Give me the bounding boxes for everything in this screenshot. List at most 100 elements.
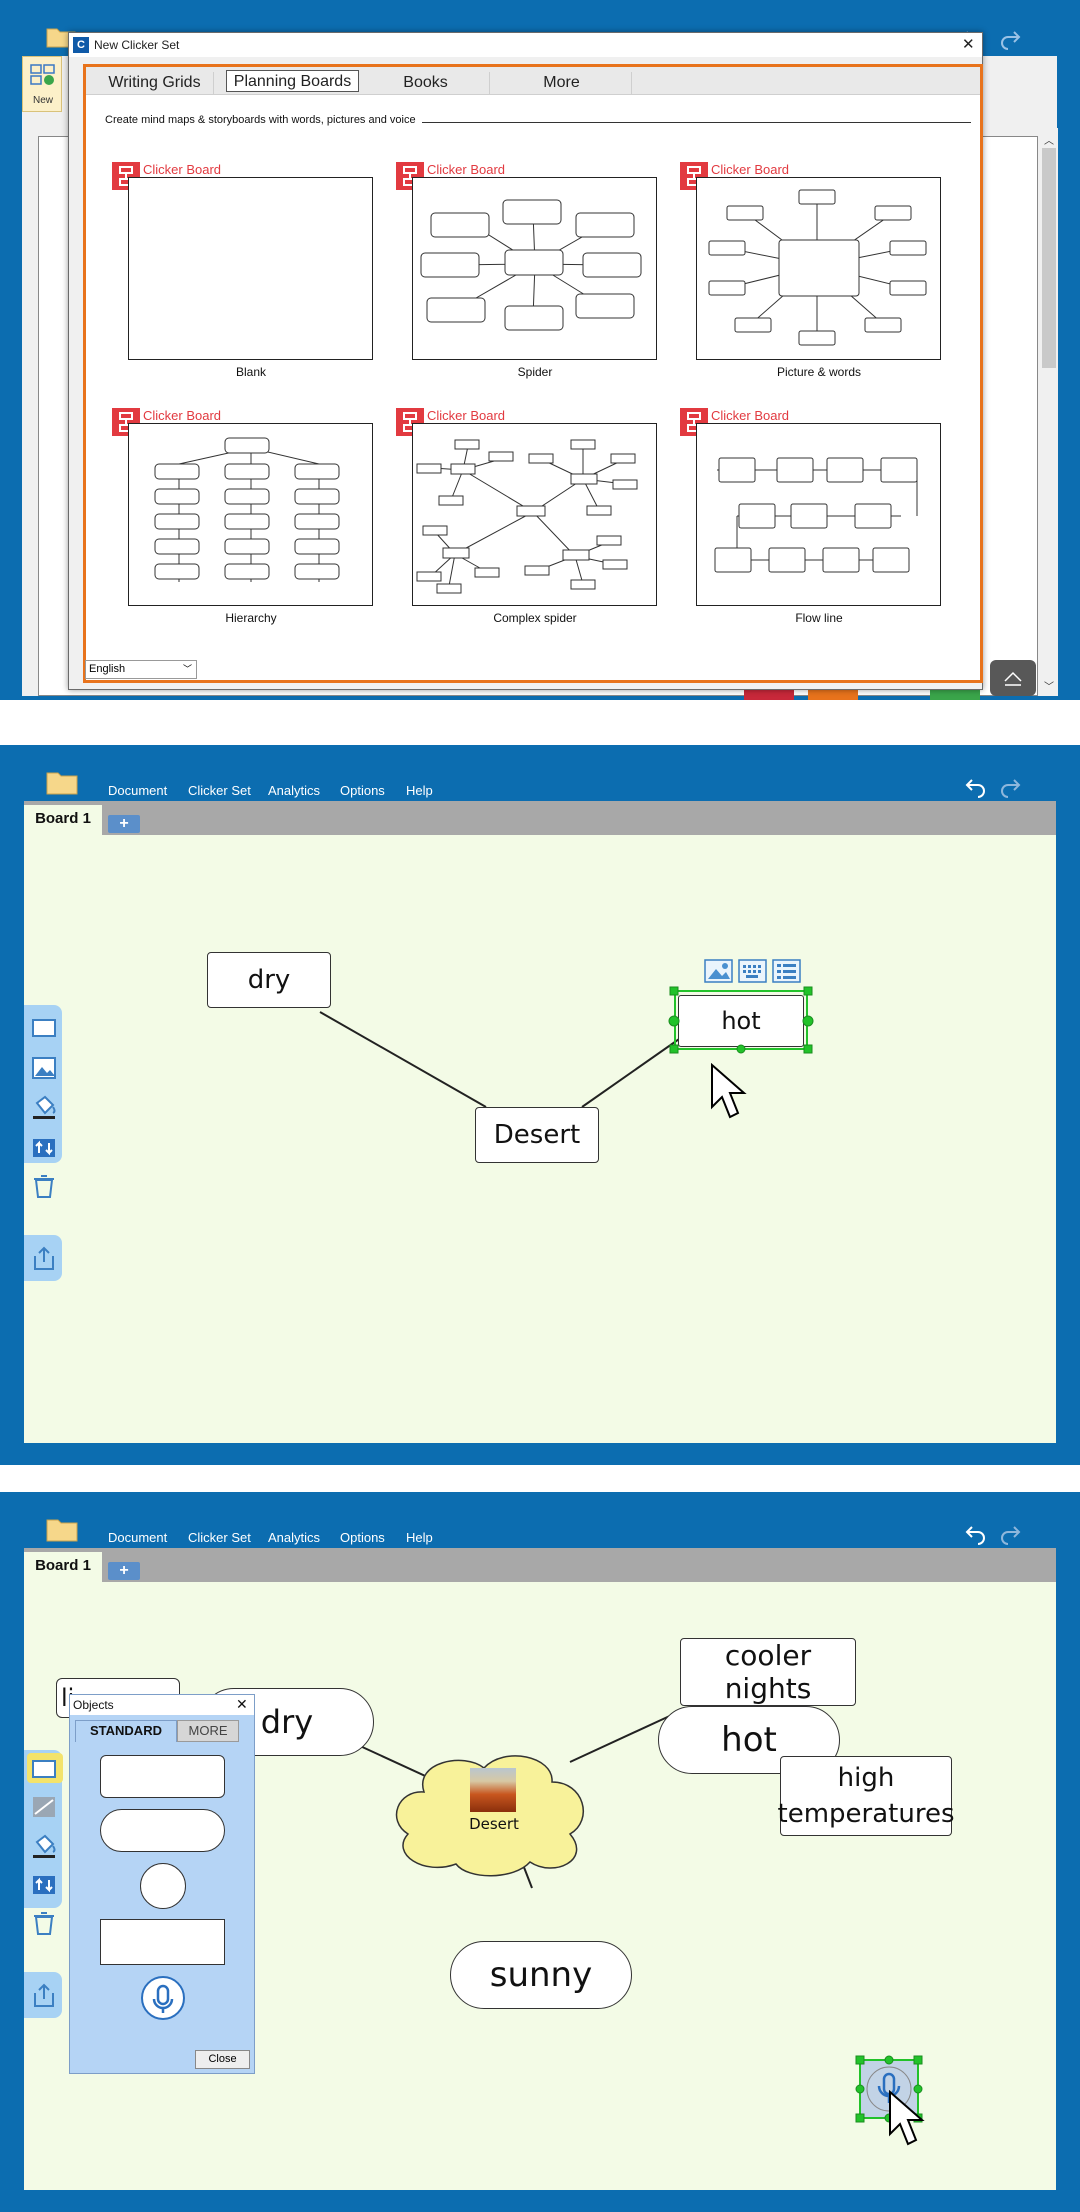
scroll-up-icon[interactable]: ︿ <box>1044 136 1054 147</box>
clicker-board-badge: Clicker Board <box>711 408 790 423</box>
chevron-down-icon: ﹀ <box>182 664 192 674</box>
node-dry[interactable]: dry <box>207 952 331 1008</box>
rounded-box-shape[interactable] <box>100 1755 225 1798</box>
list-icon[interactable] <box>772 957 802 985</box>
collapse-button[interactable] <box>990 660 1036 696</box>
add-board-button[interactable]: + <box>108 815 140 833</box>
box-tool-icon[interactable] <box>31 1756 57 1782</box>
close-icon[interactable]: ✕ <box>962 36 975 53</box>
tab-more[interactable]: MORE <box>177 1720 239 1742</box>
connector-tool-icon[interactable] <box>31 1794 57 1820</box>
objects-palette: Objects ✕ STANDARD MORE Close <box>69 1694 255 2074</box>
trash-icon[interactable] <box>31 1173 57 1199</box>
close-button[interactable]: Close <box>195 2050 250 2069</box>
keyboard-icon[interactable] <box>738 957 768 985</box>
close-icon[interactable]: ✕ <box>236 1696 248 1712</box>
new-button[interactable]: New <box>22 56 62 112</box>
clicker-board-badge: Clicker Board <box>711 162 790 177</box>
share-icon[interactable] <box>31 1245 57 1271</box>
selection-handles[interactable] <box>668 985 814 1057</box>
vertical-scrollbar[interactable]: ︿ ﹀ <box>1040 128 1058 696</box>
undo-icon[interactable] <box>964 775 988 799</box>
folder-icon[interactable] <box>46 769 78 795</box>
objects-header: Objects ✕ <box>70 1695 254 1715</box>
redo-icon[interactable] <box>998 1522 1022 1546</box>
language-value: English <box>89 663 126 675</box>
color-swatch <box>808 688 858 700</box>
template-label: Flow line <box>795 611 843 625</box>
node-desert-cloud[interactable] <box>384 1742 596 1882</box>
share-icon[interactable] <box>31 1982 57 2008</box>
menu-help[interactable]: Help <box>406 783 433 798</box>
tab-books[interactable]: Books <box>362 72 490 94</box>
clicker-board-badge: Clicker Board <box>427 408 506 423</box>
clicker-board-badge: Clicker Board <box>427 162 506 177</box>
description-rule <box>105 122 971 123</box>
language-select[interactable]: English ﹀ <box>85 660 197 679</box>
clicker-board-badge: Clicker Board <box>143 408 222 423</box>
menu-help[interactable]: Help <box>406 1530 433 1545</box>
clicker-board-badge: Clicker Board <box>143 162 222 177</box>
menu-document[interactable]: Document <box>108 783 168 798</box>
collapse-up-icon <box>1004 671 1022 686</box>
undo-icon[interactable] <box>964 1522 988 1546</box>
color-swatch <box>930 688 980 700</box>
share-toolbar <box>24 1972 62 2018</box>
color-swatch <box>744 688 794 700</box>
cursor-icon <box>711 1063 747 1119</box>
node-high-temperatures[interactable]: high temperatures <box>778 1756 955 1836</box>
board-panel-1: Document Clicker Set Analytics Options H… <box>0 745 1080 1465</box>
new-grid-icon <box>30 64 55 85</box>
desert-photo <box>470 1768 516 1812</box>
image-icon[interactable] <box>704 957 734 985</box>
menu-analytics[interactable]: Analytics <box>268 1530 321 1545</box>
node-cooler-nights[interactable]: cooler nights <box>680 1638 856 1706</box>
fill-tool-icon[interactable] <box>31 1834 57 1860</box>
folder-icon[interactable] <box>46 1516 78 1542</box>
flow-line-preview <box>696 423 941 606</box>
scroll-down-icon[interactable]: ﹀ <box>1044 682 1054 693</box>
menu-document[interactable]: Document <box>108 1530 168 1545</box>
pill-shape[interactable] <box>100 1809 225 1852</box>
menu-options[interactable]: Options <box>340 1530 385 1545</box>
objects-title: Objects <box>73 1698 114 1712</box>
add-board-button[interactable]: + <box>108 1562 140 1580</box>
tab-planning-boards[interactable]: Planning Boards <box>226 70 359 92</box>
share-toolbar <box>24 1235 62 1281</box>
tab-writing-grids[interactable]: Writing Grids <box>96 72 214 94</box>
tab-board-1[interactable]: Board 1 <box>24 1552 102 1582</box>
node-desert-label: Desert <box>469 1815 519 1833</box>
tab-board-1[interactable]: Board 1 <box>24 805 102 835</box>
redo-icon[interactable] <box>998 26 1022 50</box>
menu-analytics[interactable]: Analytics <box>268 783 321 798</box>
node-sunny[interactable]: sunny <box>450 1941 632 2009</box>
picture-tool-icon[interactable] <box>31 1055 57 1081</box>
circle-shape[interactable] <box>140 1863 186 1909</box>
node-desert[interactable]: Desert <box>475 1107 599 1163</box>
arrange-tool-icon[interactable] <box>31 1135 57 1161</box>
dialog-titlebar: C New Clicker Set ✕ <box>69 33 982 57</box>
menu-bar: Document Clicker Set Analytics Options H… <box>0 1492 1080 1548</box>
menu-clicker-set[interactable]: Clicker Set <box>188 1530 251 1545</box>
trash-icon[interactable] <box>31 1910 57 1936</box>
dialog-description: Create mind maps & storyboards with word… <box>105 114 422 126</box>
box-tool-icon[interactable] <box>31 1015 57 1041</box>
arrange-tool-icon[interactable] <box>31 1872 57 1898</box>
object-toolbar <box>24 1750 63 1935</box>
clicker-app-icon: C <box>73 37 89 53</box>
tab-more[interactable]: More <box>492 72 632 94</box>
menu-options[interactable]: Options <box>340 783 385 798</box>
dialog-tabs: Writing Grids Planning Boards Books More <box>86 67 980 95</box>
rectangle-shape[interactable] <box>100 1919 225 1965</box>
tab-standard[interactable]: STANDARD <box>75 1720 177 1742</box>
redo-icon[interactable] <box>998 775 1022 799</box>
scroll-thumb[interactable] <box>1042 148 1056 368</box>
hierarchy-preview <box>128 423 373 606</box>
menu-clicker-set[interactable]: Clicker Set <box>188 783 251 798</box>
board-canvas[interactable]: dry Desert hot <box>24 835 1056 1443</box>
object-toolbar <box>24 1005 62 1198</box>
microphone-icon[interactable] <box>140 1975 186 2021</box>
dialog-title: New Clicker Set <box>94 38 180 52</box>
fill-tool-icon[interactable] <box>31 1095 57 1121</box>
dialog-content: Writing Grids Planning Boards Books More… <box>83 64 983 683</box>
